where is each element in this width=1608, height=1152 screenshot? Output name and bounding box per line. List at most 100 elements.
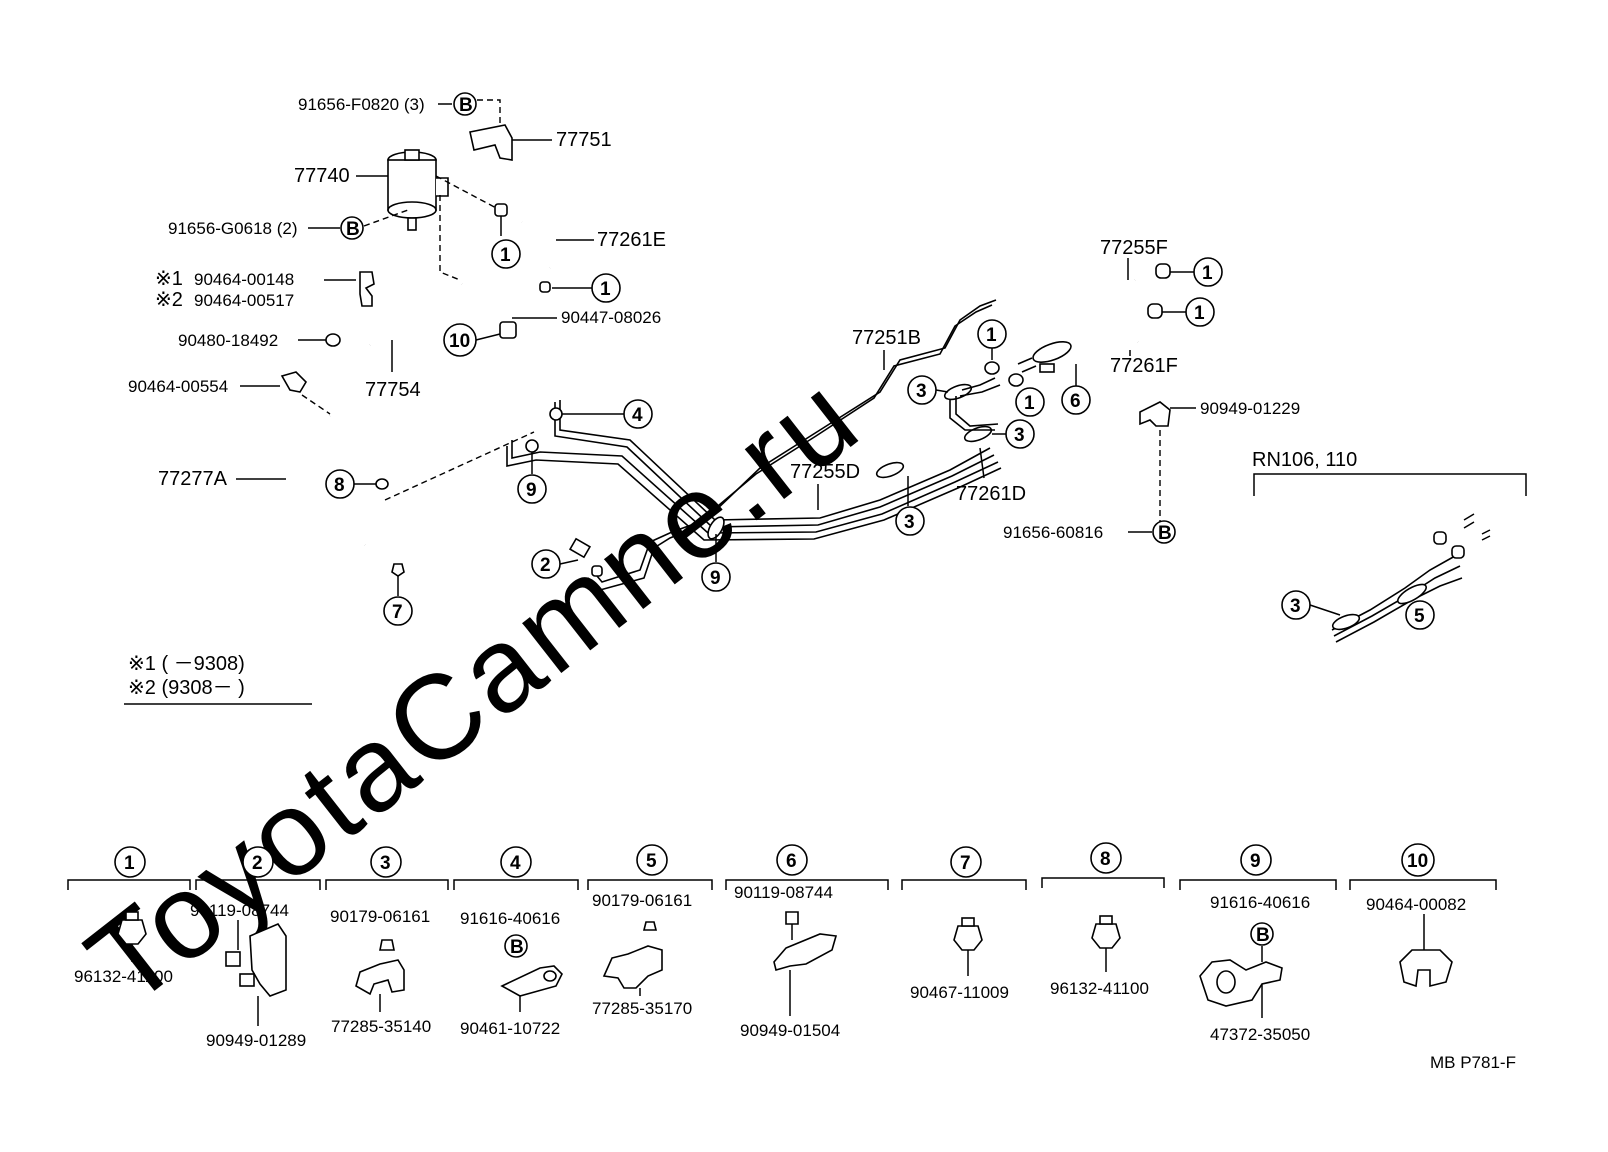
- callout-7: 7: [383, 563, 413, 626]
- svg-text:1: 1: [124, 853, 135, 874]
- svg-text:B: B: [1256, 925, 1270, 946]
- table-item-8: 8 96132-41100: [1041, 842, 1165, 998]
- legend-notes: ※1 ( －9308) ※2 (9308－ ): [124, 653, 312, 705]
- svg-text:77285-35170: 77285-35170: [592, 999, 692, 1018]
- svg-text:90480-18492: 90480-18492: [178, 331, 278, 350]
- svg-text:90464-00148: 90464-00148: [194, 270, 294, 289]
- svg-text:8: 8: [334, 475, 345, 496]
- svg-text:※1: ※1: [155, 268, 183, 290]
- label-90464-00517: ※2 90464-00517: [155, 289, 294, 311]
- svg-text:4: 4: [510, 853, 521, 874]
- table-item-6: 6 90119-08744 90949-01504: [725, 844, 889, 1040]
- fuel-line-bundle: [506, 299, 1002, 591]
- svg-text:1: 1: [1024, 393, 1035, 414]
- svg-text:7: 7: [392, 602, 403, 623]
- svg-text:1: 1: [1202, 263, 1213, 284]
- svg-text:7: 7: [960, 853, 971, 874]
- svg-text:B: B: [1158, 523, 1172, 544]
- svg-text:47372-35050: 47372-35050: [1210, 1025, 1310, 1044]
- callout-3-upper: 3: [907, 375, 949, 405]
- hose-77277A: 77277A: [158, 394, 388, 547]
- hose-77255F: 77255F 1 1 77261F: [1017, 237, 1223, 377]
- hose-77754: 77754: [365, 274, 421, 401]
- callout-3-center: 3: [895, 476, 925, 536]
- svg-text:2: 2: [252, 853, 263, 874]
- svg-text:77754: 77754: [365, 379, 421, 401]
- callout-3-lower: 3: [992, 419, 1035, 449]
- table-item-4: 4 91616-40616 B 90461-10722: [453, 846, 579, 1038]
- svg-text:96132-41100: 96132-41100: [74, 967, 173, 986]
- canister-77740: 77740: [294, 149, 501, 281]
- label-77261D: 77261D: [956, 447, 1026, 505]
- svg-text:3: 3: [1290, 596, 1301, 617]
- hose-90447-08026: 1 90447-08026 10: [443, 273, 661, 357]
- callout-2: 2: [531, 549, 579, 579]
- callout-1-b: 1: [1008, 373, 1045, 417]
- table-item-10: 10 90464-00082: [1349, 843, 1497, 988]
- label-91656-60816: 91656-60816 B: [1003, 520, 1176, 544]
- svg-text:5: 5: [646, 851, 657, 872]
- label-90464-00554: 90464-00554: [128, 371, 308, 396]
- label-77255D: 77255D: [790, 461, 860, 510]
- svg-text:77285-35140: 77285-35140: [331, 1017, 431, 1036]
- svg-text:※1 ( －9308): ※1 ( －9308): [128, 653, 245, 675]
- variant-rn106-110: RN106, 110 3 5: [1252, 449, 1527, 643]
- clip-90464: [359, 271, 375, 307]
- svg-text:9: 9: [526, 480, 537, 501]
- callout-4: 4: [562, 399, 653, 429]
- callout-9-center: 9: [701, 534, 731, 592]
- svg-text:90461-10722: 90461-10722: [460, 1019, 560, 1038]
- svg-text:6: 6: [786, 851, 797, 872]
- callout-8: 8: [325, 431, 535, 501]
- svg-text:91656-G0618 (2): 91656-G0618 (2): [168, 219, 297, 238]
- svg-text:2: 2: [540, 555, 551, 576]
- svg-text:B: B: [459, 95, 473, 116]
- svg-text:1: 1: [500, 245, 511, 266]
- table-item-9: 9 91616-40616 B 47372-35050: [1179, 844, 1337, 1044]
- svg-text:90179-06161: 90179-06161: [330, 907, 430, 926]
- svg-text:1: 1: [1194, 303, 1205, 324]
- svg-text:91616-40616: 91616-40616: [460, 909, 560, 928]
- svg-text:10: 10: [449, 331, 470, 352]
- svg-text:77255D: 77255D: [790, 461, 860, 483]
- svg-text:90464-00517: 90464-00517: [194, 291, 294, 310]
- svg-text:77261D: 77261D: [956, 483, 1026, 505]
- svg-text:3: 3: [1014, 425, 1025, 446]
- table-item-3: 3 90179-06161 77285-35140: [325, 846, 449, 1036]
- svg-text:77751: 77751: [556, 129, 612, 151]
- reference-code: MB P781-F: [1430, 1053, 1516, 1072]
- svg-text:90119-08744: 90119-08744: [734, 883, 833, 902]
- label-77251B: 77251B: [852, 327, 921, 370]
- svg-text:B: B: [346, 219, 360, 240]
- label-91656-G0618: 91656-G0618 (2) B: [168, 209, 409, 240]
- table-item-1: 1 96132-41100: [67, 846, 191, 986]
- svg-text:9: 9: [1250, 851, 1261, 872]
- svg-text:3: 3: [380, 853, 391, 874]
- svg-text:3: 3: [904, 512, 915, 533]
- hose-77261E: 1 77261E: [491, 203, 666, 269]
- svg-text:6: 6: [1070, 391, 1081, 412]
- svg-text:※2 (9308－ ): ※2 (9308－ ): [128, 677, 245, 699]
- svg-text:91656-F0820 (3): 91656-F0820 (3): [298, 95, 425, 114]
- svg-text:4: 4: [632, 405, 643, 426]
- svg-text:※2: ※2: [155, 289, 183, 311]
- label-90464-00148: ※1 90464-00148: [155, 268, 356, 290]
- svg-text:90467-11009: 90467-11009: [910, 983, 1009, 1002]
- svg-text:8: 8: [1100, 849, 1111, 870]
- bracket-90949-01229: 90949-01229: [1139, 399, 1300, 524]
- svg-text:90464-00554: 90464-00554: [128, 377, 228, 396]
- svg-text:77277A: 77277A: [158, 468, 228, 490]
- svg-text:77261F: 77261F: [1110, 355, 1178, 377]
- label-90480-18492: 90480-18492: [178, 331, 341, 350]
- svg-text:1: 1: [600, 279, 611, 300]
- svg-text:RN106, 110: RN106, 110: [1252, 449, 1357, 471]
- svg-text:B: B: [510, 937, 524, 958]
- svg-text:1: 1: [986, 325, 997, 346]
- table-item-2: 2 90119-08744 90949-01289: [190, 846, 321, 1050]
- svg-text:90949-01504: 90949-01504: [740, 1021, 840, 1040]
- svg-text:90447-08026: 90447-08026: [561, 308, 661, 327]
- svg-text:5: 5: [1414, 606, 1425, 627]
- bracket-77751: 77751: [469, 124, 612, 161]
- svg-text:9: 9: [710, 568, 721, 589]
